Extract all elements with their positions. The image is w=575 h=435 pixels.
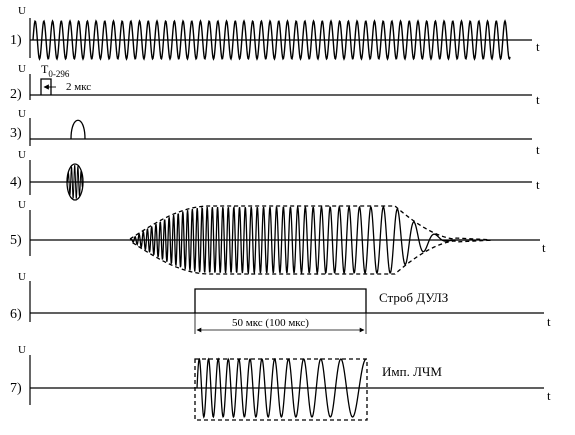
- row-2-t-label: t: [536, 92, 540, 107]
- row-7-index-label: 7): [10, 381, 22, 396]
- row-7-lfm-pulse: [196, 357, 367, 419]
- row-1-t-label: t: [536, 39, 540, 54]
- row-2-duration-label: 2 мкс: [66, 81, 91, 93]
- row-4-t-label: t: [536, 177, 540, 192]
- row-4-index-label: 4): [10, 175, 22, 190]
- row-3-u-label: U: [18, 108, 26, 120]
- row-2-u-label: U: [18, 63, 26, 75]
- row-6: 6) U t Строб ДУЛЗ 50 мкс (100 мкс): [10, 271, 551, 334]
- row-2-t-symbol: T0-296: [41, 62, 70, 79]
- row-6-strobe-pulse: [194, 288, 367, 313]
- row-5-u-label: U: [18, 199, 26, 211]
- row-5-t-label: t: [542, 240, 546, 255]
- row-6-index-label: 6): [10, 307, 22, 322]
- row-3-index-label: 3): [10, 126, 22, 141]
- row-6-t-label: t: [547, 314, 551, 329]
- row-3-t-label: t: [536, 142, 540, 157]
- row-4-radio-pulse-fill: [67, 164, 83, 200]
- row-1-carrier-signal: [32, 19, 511, 61]
- row-7-pulse-frame: [194, 358, 368, 421]
- row-7-pulse-label: Имп. ЛЧМ: [382, 364, 442, 379]
- row-7-u-label: U: [18, 344, 26, 356]
- row-2: 2) U t T0-296 2 мкс: [10, 62, 540, 107]
- row-6-strobe-label: Строб ДУЛЗ: [379, 290, 448, 305]
- row-7-t-label: t: [547, 388, 551, 403]
- row-2-index-label: 2): [10, 87, 22, 102]
- row-5: 5) U t: [10, 199, 546, 276]
- row-1: 1) U t: [10, 5, 540, 61]
- row-7: 7) U t Имп. ЛЧМ: [10, 344, 551, 421]
- row-4: 4) U t: [10, 149, 540, 201]
- row-6-u-label: U: [18, 271, 26, 283]
- row-6-width-label: 50 мкс (100 мкс): [232, 317, 309, 329]
- row-5-envelope: [129, 205, 491, 275]
- row-1-index-label: 1): [10, 33, 22, 48]
- row-4-radio-pulse-envelope: [66, 163, 84, 201]
- row-3-bell-pulse: [70, 119, 86, 140]
- row-5-chirp-signal: [129, 204, 470, 276]
- row-5-index-label: 5): [10, 233, 22, 248]
- row-1-u-label: U: [18, 5, 26, 17]
- row-4-u-label: U: [18, 149, 26, 161]
- row-3: 3) U t: [10, 108, 540, 157]
